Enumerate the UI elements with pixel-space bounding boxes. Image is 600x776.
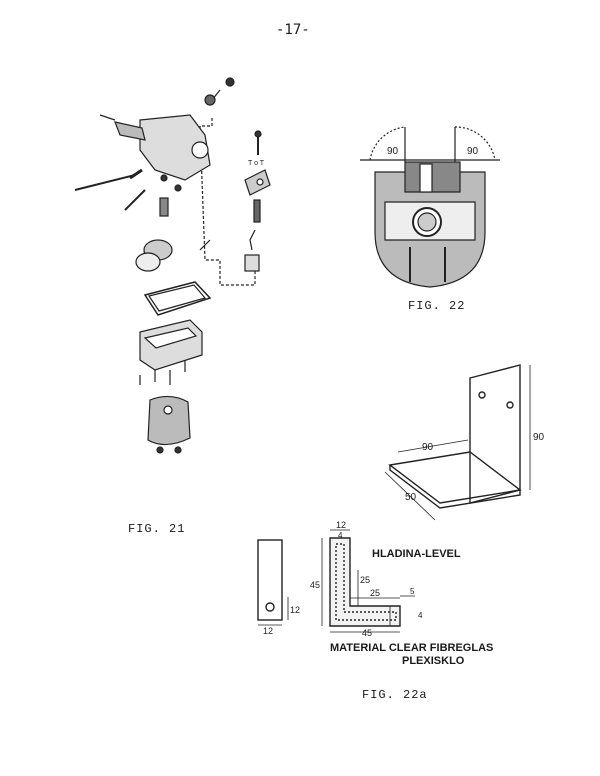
dim-top-width: 12 xyxy=(336,520,346,530)
dim-small-height: 4 xyxy=(418,611,423,620)
bracket-dim-height: 90 xyxy=(533,432,545,443)
bracket-dim-depth: 50 xyxy=(405,492,417,503)
fig22-caption: FIG. 22 xyxy=(408,299,466,313)
fig22a-profile: 12 4 45 25 25 5 4 45 xyxy=(310,520,423,638)
svg-text:T o T: T o T xyxy=(248,160,265,167)
fig21-caption: FIG. 21 xyxy=(128,522,186,536)
material-line-1: MATERIAL CLEAR FIBREGLAS xyxy=(330,642,494,654)
side-width-label: 12 xyxy=(263,626,273,635)
fig22a-side-view: 12 12 xyxy=(257,539,300,635)
dim-height: 45 xyxy=(310,580,320,590)
fig21-exploded-drawing: T o T xyxy=(74,77,271,454)
fig22-drawing: 90 90 xyxy=(360,126,500,288)
dim-inner-width: 4 xyxy=(338,531,343,540)
fig22-angle-left: 90 xyxy=(387,146,399,157)
dim-base-width: 45 xyxy=(362,628,372,638)
fig22-angle-right: 90 xyxy=(467,146,479,157)
page-number: -17- xyxy=(276,22,310,38)
bracket-drawing: 90 90 50 xyxy=(384,364,545,521)
dim-step-width: 25 xyxy=(370,588,380,598)
material-line-2: PLEXISKLO xyxy=(402,655,465,667)
dim-inner-height: 25 xyxy=(360,575,370,585)
fig22a-caption: FIG. 22a xyxy=(362,688,428,702)
side-height-label: 12 xyxy=(290,605,300,615)
level-label: HLADINA-LEVEL xyxy=(372,548,461,560)
dim-gap: 5 xyxy=(410,587,415,596)
bracket-dim-width: 90 xyxy=(422,442,434,453)
